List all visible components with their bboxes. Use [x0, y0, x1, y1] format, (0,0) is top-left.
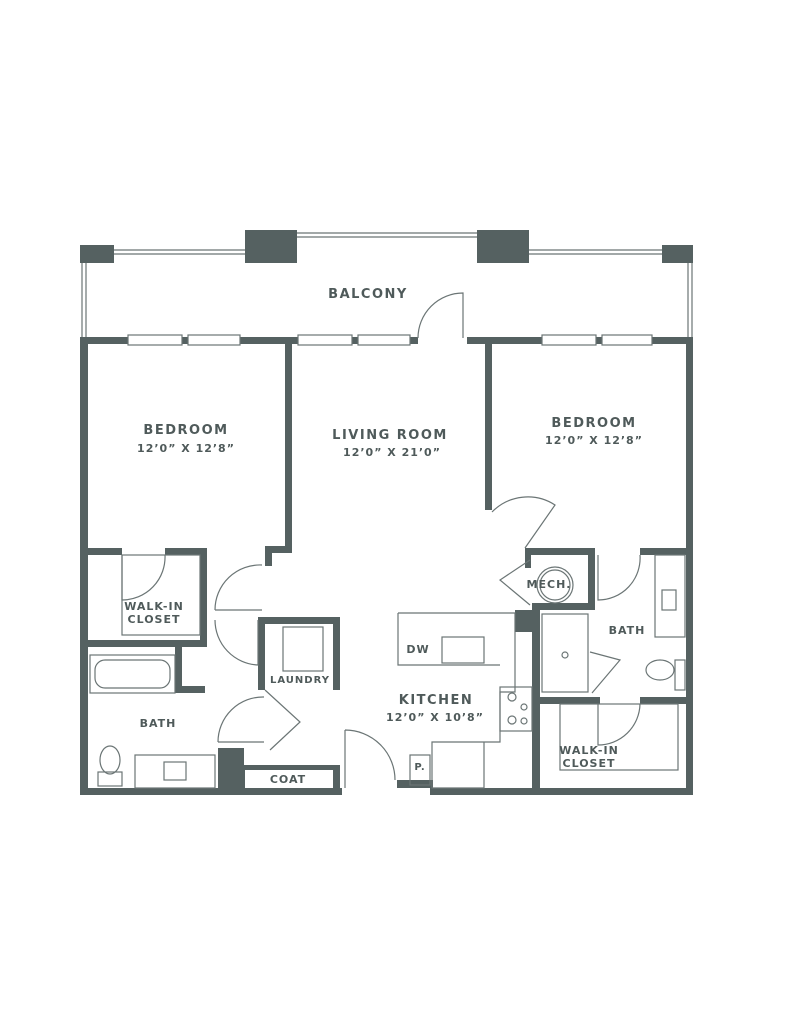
- room-size-kitchen: 12’0” X 10’8”: [386, 711, 484, 724]
- room-size-bedroom-left: 12’0” X 12’8”: [137, 442, 235, 455]
- room-size-bedroom-right: 12’0” X 12’8”: [545, 434, 643, 447]
- room-label-bedroom-right: BEDROOM: [551, 416, 637, 431]
- room-label-living-room: LIVING ROOM: [332, 428, 448, 443]
- label-pantry: P.: [414, 762, 426, 773]
- room-label-bedroom-left: BEDROOM: [143, 423, 229, 438]
- balcony-structure: [80, 230, 693, 338]
- room-label-balcony: BALCONY: [328, 287, 408, 302]
- exterior-walls: [80, 337, 693, 795]
- fixtures: [89, 554, 686, 789]
- closet-label-line1: WALK-IN: [124, 600, 184, 613]
- room-label-bath-right: BATH: [608, 624, 646, 637]
- doors: [121, 292, 641, 788]
- closet-label-line2: CLOSET: [127, 613, 181, 626]
- closet-label-line2: CLOSET: [562, 757, 616, 770]
- windows: [127, 334, 653, 346]
- interior-walls: [80, 340, 693, 795]
- room-size-living-room: 12’0” X 21’0”: [343, 446, 441, 459]
- room-label-coat: COAT: [269, 773, 307, 786]
- room-label-mech: MECH.: [526, 578, 572, 591]
- room-label-kitchen: KITCHEN: [398, 693, 474, 708]
- label-dishwasher: DW: [406, 643, 430, 656]
- room-label-laundry: LAUNDRY: [270, 675, 330, 686]
- closet-label-line1: WALK-IN: [559, 744, 619, 757]
- room-label-bath-left: BATH: [139, 717, 177, 730]
